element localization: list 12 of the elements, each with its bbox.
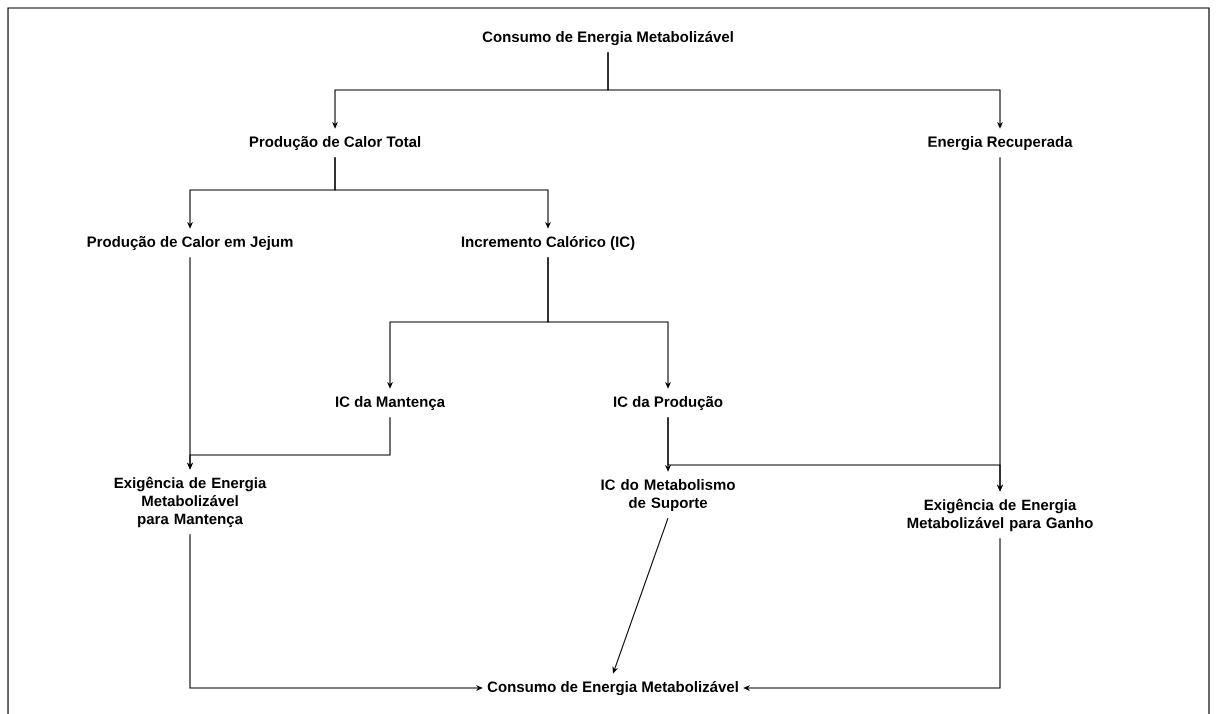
node-label: Consumo de Energia Metabolizável: [487, 680, 738, 696]
arrow: [743, 537, 1001, 692]
node-label: Consumo de Energia Metabolizável: [482, 30, 733, 46]
node-label: Produção de Calor em Jejum: [87, 236, 293, 250]
node-label: Incremento Calórico (IC): [461, 235, 635, 251]
node-label: IC da Mantença: [336, 396, 446, 410]
node-label: Energia Recuperada: [928, 135, 1073, 150]
node-label: IC da Produção: [614, 396, 723, 410]
node-label: Exigência de Energia Metabolizável para Ganho: [907, 498, 1093, 532]
node-label: Exigência de Energia Metabolizável para Mantença: [114, 476, 267, 528]
node-label: IC do Metabolismo de Suporte: [601, 479, 735, 511]
node-label: Produção de Calor Total: [249, 136, 421, 150]
